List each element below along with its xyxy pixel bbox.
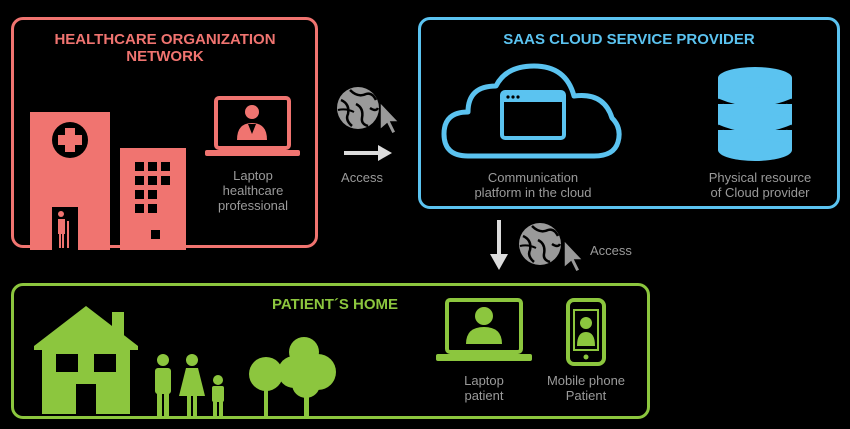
arrow-right-icon bbox=[344, 145, 392, 161]
resource-label-line2: of Cloud provider bbox=[710, 185, 810, 200]
mobile-label-line2: Patient bbox=[565, 388, 607, 403]
trees-icon bbox=[249, 337, 336, 416]
hospital-building-icon bbox=[30, 112, 186, 250]
laptop-doctor-icon bbox=[205, 96, 300, 156]
laptop-patient-label-line1: Laptop bbox=[464, 373, 504, 388]
resource-label-line1: Physical resource bbox=[708, 170, 812, 185]
laptop-hc-label-line2: healthcare bbox=[222, 183, 284, 198]
mobile-phone-icon bbox=[566, 298, 606, 366]
arrow-down-icon bbox=[490, 220, 508, 270]
platform-label-line1: Communication bbox=[487, 170, 579, 185]
family-icon bbox=[155, 354, 224, 416]
database-icon bbox=[717, 67, 793, 161]
physical-resource-label: Physical resource of Cloud provider bbox=[690, 170, 830, 200]
laptop-hc-label-line3: professional bbox=[217, 198, 289, 213]
laptop-healthcare-professional-label: Laptop healthcare professional bbox=[198, 168, 308, 213]
laptop-patient-label-line2: patient bbox=[464, 388, 504, 403]
healthcare-title-line1: HEALTHCARE ORGANIZATION bbox=[54, 31, 276, 48]
healthcare-network-title: HEALTHCARE ORGANIZATION NETWORK bbox=[20, 31, 310, 65]
laptop-patient-icon bbox=[436, 298, 532, 361]
saas-provider-box bbox=[418, 17, 840, 209]
globe-icon bbox=[337, 87, 401, 136]
access-horizontal-label: Access bbox=[341, 170, 383, 185]
globe-icon-2 bbox=[519, 223, 585, 274]
saas-provider-title: SAAS CLOUD SERVICE PROVIDER bbox=[503, 31, 755, 48]
patient-home-box bbox=[11, 283, 650, 419]
healthcare-title-line2: NETWORK bbox=[126, 48, 204, 65]
access-vertical-label: Access bbox=[590, 243, 632, 258]
laptop-patient-label: Laptop patient bbox=[430, 373, 538, 403]
communication-platform-label: Communication platform in the cloud bbox=[448, 170, 618, 200]
platform-label-line2: platform in the cloud bbox=[474, 185, 592, 200]
patient-home-title: PATIENT´S HOME bbox=[271, 296, 399, 313]
mobile-label-line1: Mobile phone bbox=[546, 373, 626, 388]
cloud-platform-icon bbox=[441, 63, 622, 159]
laptop-hc-label-line1: Laptop bbox=[233, 168, 273, 183]
mobile-phone-patient-label: Mobile phone Patient bbox=[528, 373, 644, 403]
house-icon bbox=[34, 306, 138, 414]
